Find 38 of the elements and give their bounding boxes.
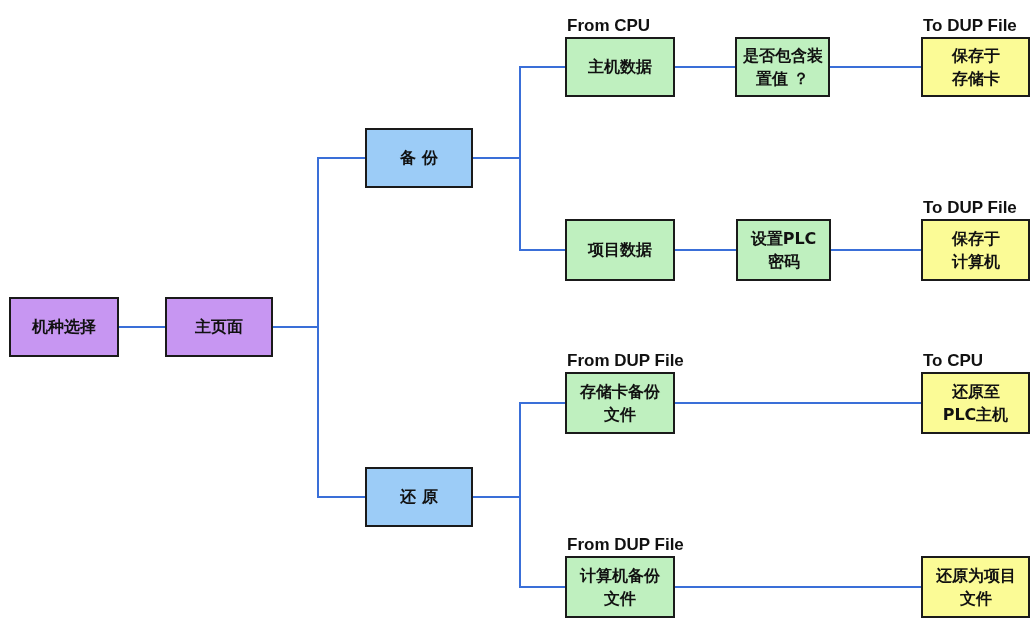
- box-label: 保存于计算机: [950, 227, 1001, 273]
- box-heading: To DUP File: [923, 198, 1017, 218]
- process-box: [365, 467, 473, 527]
- process-box: [565, 219, 675, 281]
- process-box: [9, 297, 119, 357]
- box-heading: To CPU: [923, 351, 984, 371]
- connector-line: [674, 66, 736, 68]
- connector-line: [472, 157, 566, 251]
- box-label: 备 份: [400, 147, 438, 170]
- connector-line: [829, 66, 922, 68]
- connector-line: [830, 249, 922, 251]
- box-label: 机种选择: [32, 316, 96, 339]
- box-label: 是否包含装置值 ？: [742, 44, 823, 90]
- box-label: 项目数据: [588, 239, 652, 262]
- process-box: [365, 128, 473, 188]
- connector-line: [674, 402, 922, 404]
- box-label: 存储卡备份文件: [580, 380, 660, 426]
- process-box: [165, 297, 273, 357]
- process-box: [921, 556, 1030, 618]
- connector-line: [472, 496, 566, 588]
- process-box: [735, 37, 830, 97]
- box-label: 保存于存储卡: [950, 44, 1001, 90]
- box-heading: To DUP File: [923, 16, 1017, 36]
- connector-line: [674, 586, 922, 588]
- connector-line: [118, 326, 166, 328]
- box-label: 设置PLC密码: [749, 227, 818, 273]
- box-label: 主页面: [195, 316, 243, 339]
- box-label: 还 原: [400, 486, 438, 509]
- box-label: 主机数据: [588, 56, 652, 79]
- box-heading: From DUP File: [567, 351, 684, 371]
- connector-line: [272, 326, 366, 498]
- box-label: 还原为项目文件: [935, 564, 1016, 610]
- connector-line: [674, 249, 737, 251]
- box-label: 计算机备份文件: [580, 564, 660, 610]
- box-heading: From DUP File: [567, 535, 684, 555]
- process-box: [736, 219, 831, 281]
- box-label: 还原至PLC主机: [941, 380, 1010, 426]
- box-heading: From CPU: [567, 16, 651, 36]
